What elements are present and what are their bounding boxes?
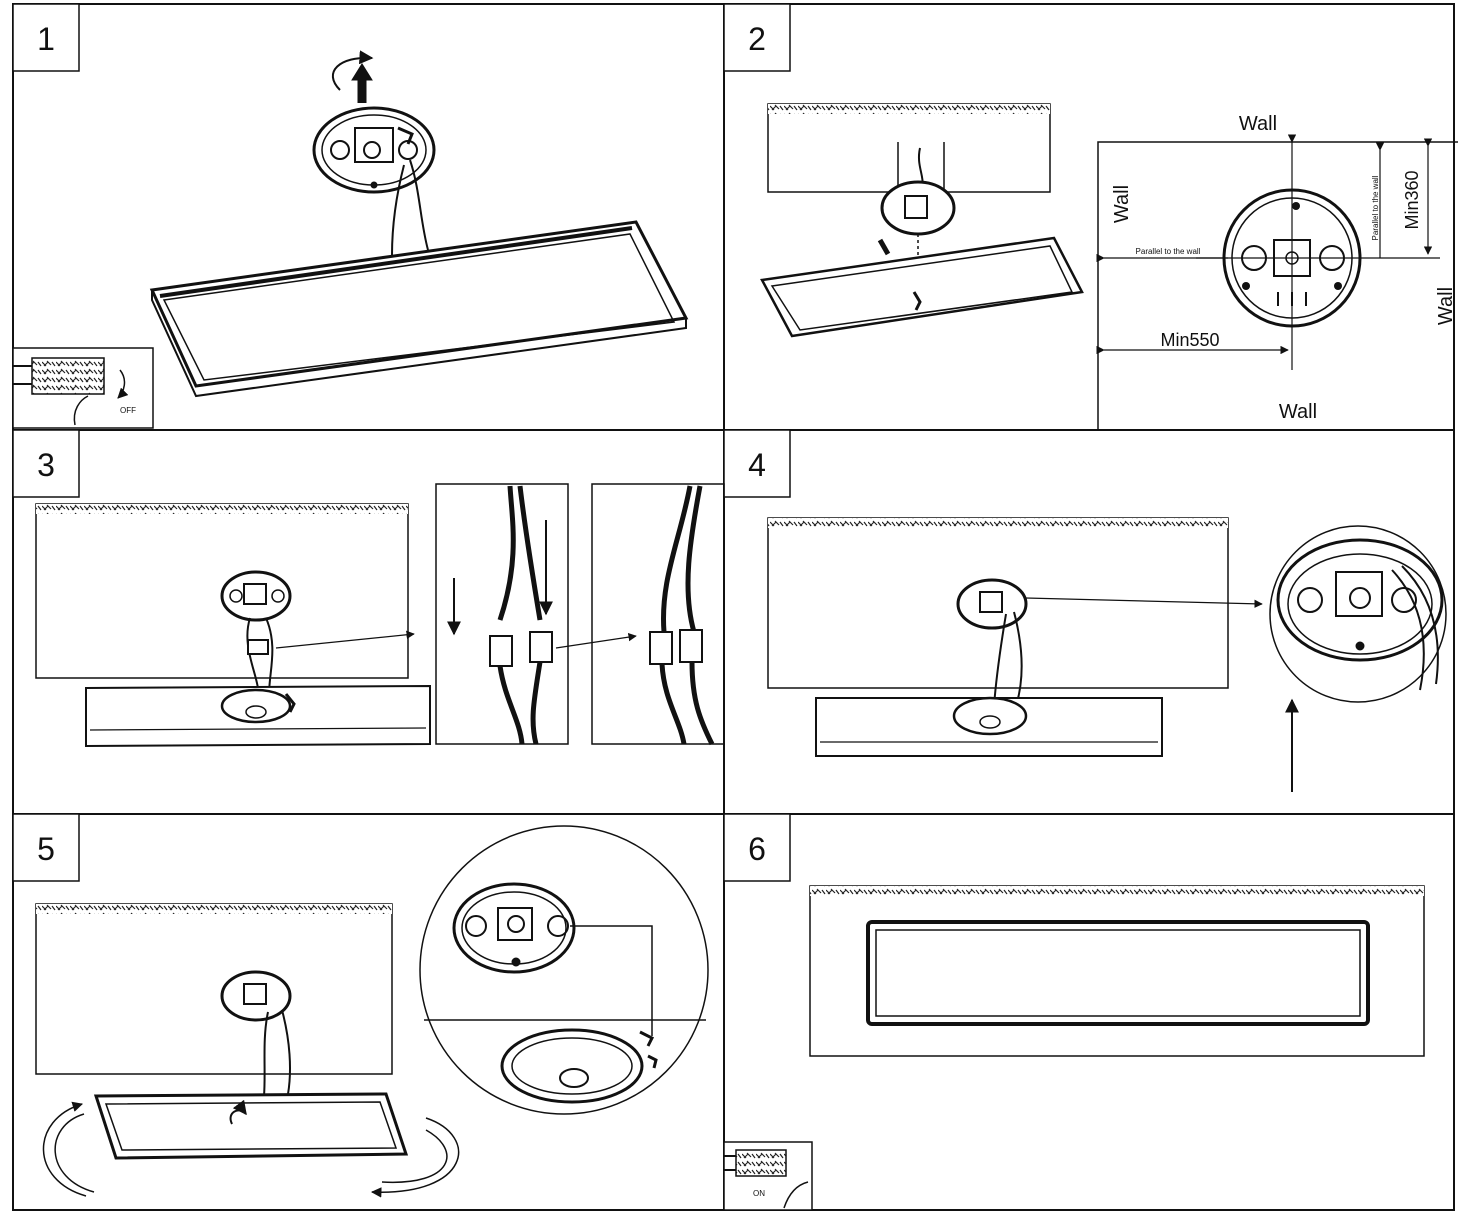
parallel-horizontal-label: Parallel to the wall xyxy=(1136,247,1201,256)
svg-text:4: 4 xyxy=(748,447,766,483)
power-on-inset: ON xyxy=(723,1141,813,1211)
wall-right-label: Wall xyxy=(1435,287,1457,325)
svg-text:6: 6 xyxy=(748,831,766,867)
min360-label: Min360 xyxy=(1402,170,1422,229)
step6-illustration xyxy=(809,885,1425,1057)
power-off-inset: OFF xyxy=(12,347,154,429)
placement-dimension-diagram: Wall Wall Wall Wall Parallel to the wall… xyxy=(1096,113,1458,430)
wall-left-label: Wall xyxy=(1111,185,1133,223)
wall-bottom-label: Wall xyxy=(1279,401,1317,423)
svg-text:5: 5 xyxy=(37,831,55,867)
svg-text:1: 1 xyxy=(37,21,55,57)
parallel-vertical-label: Parallel to the wall xyxy=(1371,175,1380,240)
step-number-3: 3 xyxy=(12,429,80,498)
step1-illustration xyxy=(149,50,689,398)
step3-illustration xyxy=(35,483,725,748)
step-number-4: 4 xyxy=(723,429,791,498)
step2-illustration xyxy=(760,103,1084,338)
step4-illustration xyxy=(767,517,1447,792)
svg-text:2: 2 xyxy=(748,21,766,57)
off-label: OFF xyxy=(120,406,136,415)
min550-label: Min550 xyxy=(1160,330,1219,350)
step-number-2: 2 xyxy=(723,3,791,72)
svg-text:3: 3 xyxy=(37,447,55,483)
step-number-1: 1 xyxy=(12,3,80,72)
step-number-5: 5 xyxy=(12,813,80,882)
on-label: ON xyxy=(753,1189,765,1198)
wall-top-label: Wall xyxy=(1239,113,1277,135)
step-number-6: 6 xyxy=(723,813,791,882)
step5-illustration xyxy=(35,825,709,1198)
